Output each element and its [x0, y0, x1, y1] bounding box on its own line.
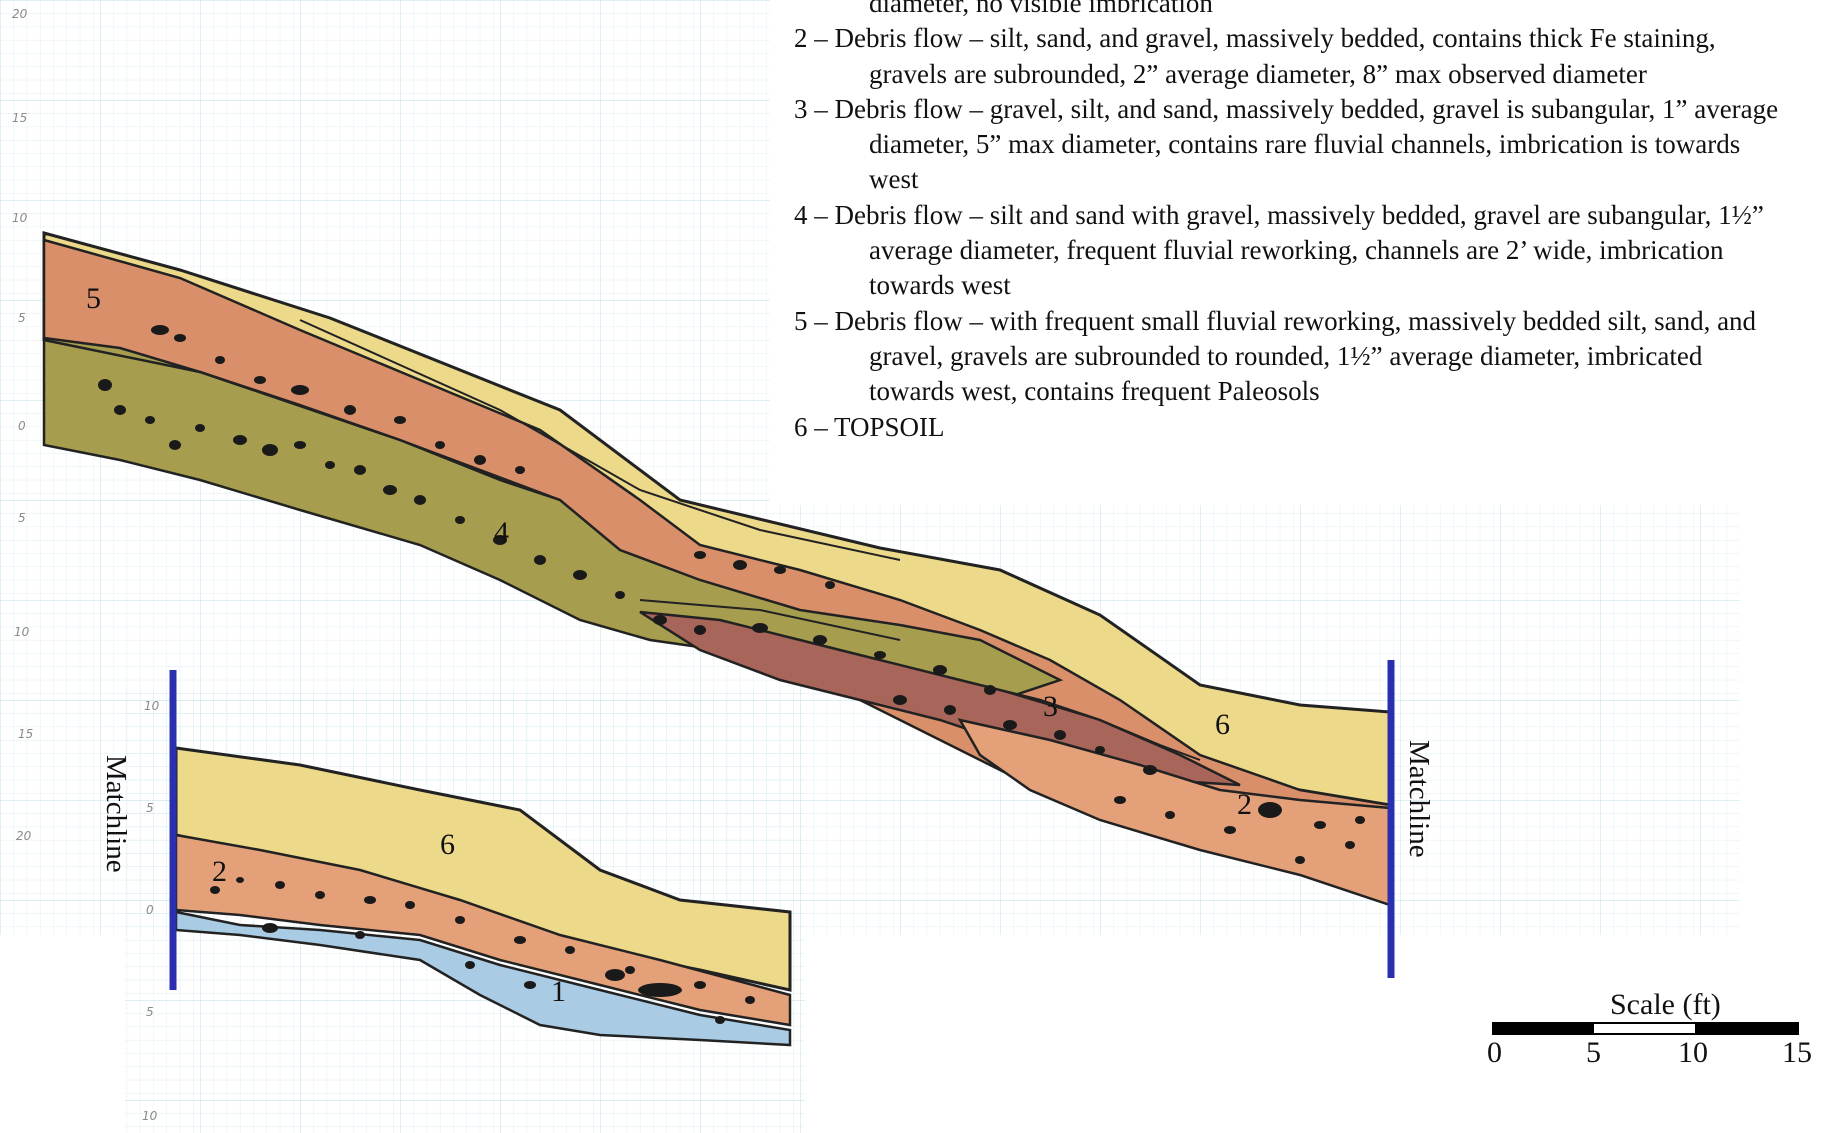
scale-tick-15: 15 — [1782, 1038, 1812, 1068]
legend-item-3: 3 – Debris flow – gravel, silt, and sand… — [794, 92, 1794, 198]
legend-item-1-continuation: diameter, no visible imbrication — [794, 0, 1794, 21]
legend-item-number: 4 — [794, 200, 808, 230]
scale-tick-10: 10 — [1678, 1038, 1708, 1068]
matchline-label-left: Matchline — [101, 755, 130, 873]
unit-legend: diameter, no visible imbrication 2 – Deb… — [794, 0, 1794, 445]
grid-tick-label: 10 — [14, 626, 29, 638]
unit-label-2-inset: 2 — [212, 857, 227, 887]
legend-item-text: TOPSOIL — [834, 412, 945, 442]
scale-title: Scale (ft) — [1610, 988, 1721, 1022]
grid-tick-label: 10 — [12, 212, 27, 224]
grid-tick-label: 0 — [146, 904, 154, 916]
grid-tick-label: 5 — [18, 512, 26, 524]
grid-tick-label: 0 — [18, 420, 26, 432]
legend-item-number: 6 — [794, 412, 808, 442]
legend-item-text: Debris flow – gravel, silt, and sand, ma… — [835, 94, 1779, 195]
unit-label-1-inset: 1 — [551, 977, 566, 1007]
grid-tick-label: 5 — [146, 802, 154, 814]
scale-tick-5: 5 — [1586, 1038, 1601, 1068]
matchline-label-right: Matchline — [1404, 740, 1433, 858]
legend-item-5: 5 – Debris flow – with frequent small fl… — [794, 304, 1794, 410]
grid-tick-label: 10 — [142, 1110, 157, 1122]
legend-item-text: Debris flow – silt and sand with gravel,… — [835, 200, 1764, 301]
scale-bar — [1493, 1023, 1798, 1034]
unit-label-2: 2 — [1237, 790, 1252, 820]
unit-label-3: 3 — [1043, 692, 1058, 722]
legend-item-text: diameter, no visible imbrication — [869, 0, 1213, 18]
unit-label-6-inset: 6 — [440, 830, 455, 860]
legend-item-4: 4 – Debris flow – silt and sand with gra… — [794, 198, 1794, 304]
grid-tick-label: 20 — [16, 830, 31, 842]
legend-item-number: 2 — [794, 23, 808, 53]
grid-tick-label: 10 — [144, 700, 159, 712]
grid-tick-label: 5 — [18, 312, 26, 324]
legend-item-number: 5 — [794, 306, 808, 336]
unit-label-5: 5 — [86, 284, 101, 314]
legend-item-2: 2 – Debris flow – silt, sand, and gravel… — [794, 21, 1794, 92]
grid-tick-label: 15 — [18, 728, 33, 740]
grid-tick-label: 20 — [12, 8, 27, 20]
legend-item-6: 6 – TOPSOIL — [794, 410, 1794, 445]
legend-item-text: Debris flow – silt, sand, and gravel, ma… — [835, 23, 1716, 88]
grid-tick-label: 15 — [12, 112, 27, 124]
legend-item-text: Debris flow – with frequent small fluvia… — [835, 306, 1757, 407]
grid-tick-label: 5 — [146, 1006, 154, 1018]
unit-label-4: 4 — [494, 518, 509, 548]
scale-tick-0: 0 — [1487, 1038, 1502, 1068]
legend-item-number: 3 — [794, 94, 808, 124]
unit-label-6: 6 — [1215, 710, 1230, 740]
